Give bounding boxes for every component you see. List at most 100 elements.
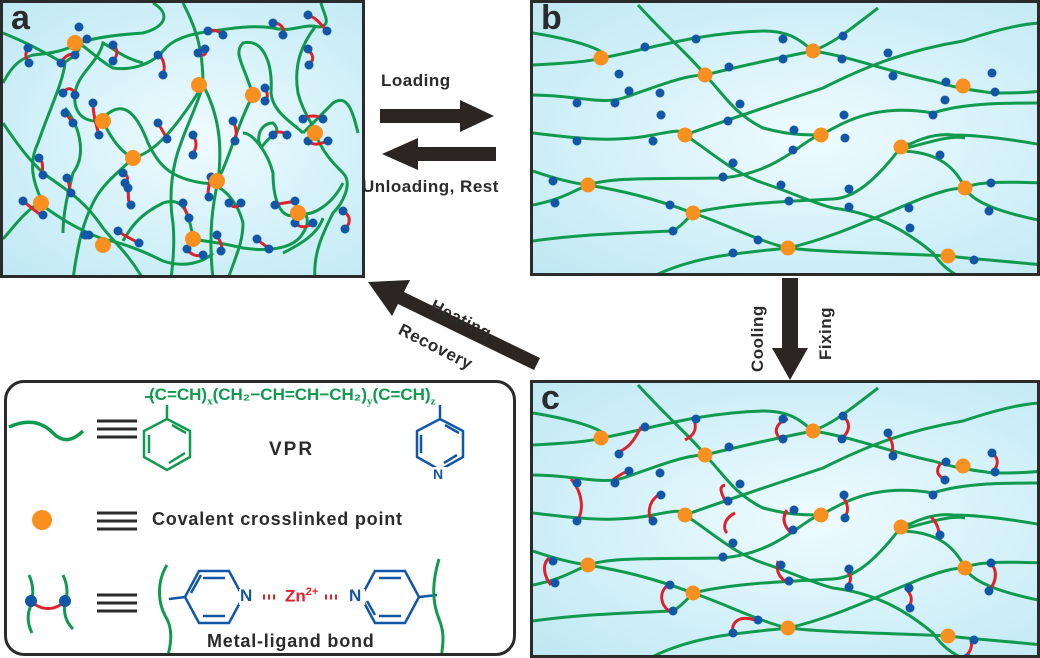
crosslink-point bbox=[813, 127, 829, 143]
right-nitrogen-label: N bbox=[349, 586, 362, 605]
metal-ligand-bond bbox=[660, 583, 670, 613]
ligand-point bbox=[990, 467, 1000, 477]
ligand-point bbox=[153, 118, 163, 128]
ligand-point bbox=[614, 449, 624, 459]
panel-letter-a: a bbox=[11, 0, 30, 37]
ligand-point bbox=[126, 200, 136, 210]
polymer-chain bbox=[313, 132, 349, 275]
cooling-label: Cooling bbox=[748, 305, 767, 372]
ligand-point bbox=[193, 48, 203, 58]
ligand-point bbox=[888, 451, 898, 461]
ligand-point bbox=[940, 95, 950, 105]
ligand-point bbox=[668, 606, 678, 616]
crosslink-point bbox=[957, 180, 973, 196]
polymer-chain bbox=[533, 6, 879, 60]
ligand-point bbox=[723, 496, 733, 506]
ligand-point bbox=[123, 183, 133, 193]
polymer-chain bbox=[902, 135, 966, 151]
ligand-point bbox=[24, 58, 34, 68]
ligand-point bbox=[230, 136, 240, 146]
polymer-chain bbox=[652, 626, 1037, 655]
polymer-chain bbox=[533, 436, 602, 447]
ligand-point bbox=[655, 468, 665, 478]
ligand-point bbox=[776, 180, 786, 190]
ligand-point bbox=[550, 578, 560, 588]
ligand-point bbox=[724, 442, 734, 452]
ligand-point bbox=[610, 478, 620, 488]
polymer-chain bbox=[282, 217, 325, 255]
ligand-point bbox=[216, 246, 226, 256]
fixing-label: Fixing bbox=[816, 306, 835, 360]
ligand-point bbox=[290, 196, 300, 206]
ligand-point bbox=[212, 230, 222, 240]
polymer-chain bbox=[295, 26, 317, 134]
phenyl-ring-icon bbox=[142, 405, 192, 472]
ligand-point bbox=[303, 10, 313, 20]
ligand-point bbox=[753, 615, 763, 625]
ligand-point bbox=[963, 274, 972, 277]
crosslink-point bbox=[697, 447, 713, 463]
ligand-point bbox=[614, 69, 624, 79]
ligand-point bbox=[572, 478, 582, 488]
ligand-point bbox=[840, 133, 850, 143]
ligand-point bbox=[268, 18, 278, 28]
ligand-point bbox=[656, 110, 666, 120]
polymer-chain bbox=[242, 131, 299, 217]
ligand-point bbox=[723, 116, 733, 126]
ligand-point bbox=[550, 198, 560, 208]
ligand-point bbox=[838, 411, 848, 421]
ligand-point bbox=[986, 558, 996, 568]
ligand-point bbox=[88, 98, 98, 108]
crosslink-point bbox=[955, 458, 971, 474]
crosslink-point bbox=[290, 205, 306, 221]
crosslink-point bbox=[307, 125, 323, 141]
ligand-point bbox=[838, 31, 848, 41]
ligand-point bbox=[178, 198, 188, 208]
ligand-point bbox=[969, 635, 979, 645]
ligand-point bbox=[572, 516, 582, 526]
ligand-point bbox=[883, 428, 893, 438]
polymer-chain bbox=[3, 43, 76, 84]
ligand-point bbox=[728, 538, 738, 548]
ligand-point bbox=[322, 26, 332, 36]
crosslink-point bbox=[780, 240, 796, 256]
ligand-point bbox=[94, 130, 104, 140]
right-pyridine-ring-icon bbox=[359, 569, 421, 625]
ligand-point bbox=[260, 83, 270, 93]
ligand-point bbox=[844, 564, 854, 574]
ligand-point bbox=[188, 150, 198, 160]
panel-c-fixed-network: c bbox=[530, 380, 1040, 658]
ligand-point bbox=[200, 44, 210, 54]
ligand-point bbox=[718, 172, 728, 182]
ligand-point bbox=[844, 582, 854, 592]
equivalent-icon-1 bbox=[97, 419, 137, 439]
ligand-point bbox=[883, 48, 893, 58]
ligand-point bbox=[665, 200, 675, 210]
ligand-point bbox=[648, 516, 658, 526]
ligand-point bbox=[839, 110, 849, 120]
ligand-point bbox=[548, 556, 558, 566]
ligand-point bbox=[789, 125, 799, 135]
ligand-point bbox=[986, 178, 996, 188]
panel-a-relaxed-network: a bbox=[0, 0, 365, 278]
ligand-point bbox=[728, 158, 738, 168]
ligand-point bbox=[62, 173, 72, 183]
polymer-chain bbox=[73, 40, 144, 123]
network-a-svg bbox=[3, 3, 360, 275]
ligand-point bbox=[640, 422, 650, 432]
ligand-point bbox=[718, 552, 728, 562]
polymer-chain bbox=[533, 401, 1037, 521]
left-nitrogen-label: N bbox=[240, 586, 253, 605]
legend-box: (C=CH)x(CH₂−CH=CH−CH₂)y(C=CH)z VPR N Cov… bbox=[4, 380, 516, 656]
crosslink-point bbox=[209, 173, 225, 189]
polymer-chain bbox=[101, 107, 245, 275]
left-chain-bracket-icon bbox=[158, 564, 173, 653]
crosslink-point bbox=[685, 205, 701, 221]
crosslink-point bbox=[185, 231, 201, 247]
ligand-point bbox=[778, 34, 788, 44]
ligand-point bbox=[18, 196, 28, 206]
ligand-point bbox=[610, 98, 620, 108]
crosslink-point bbox=[191, 77, 207, 93]
crosslink-point bbox=[593, 50, 609, 66]
polymer-chain bbox=[533, 386, 879, 440]
